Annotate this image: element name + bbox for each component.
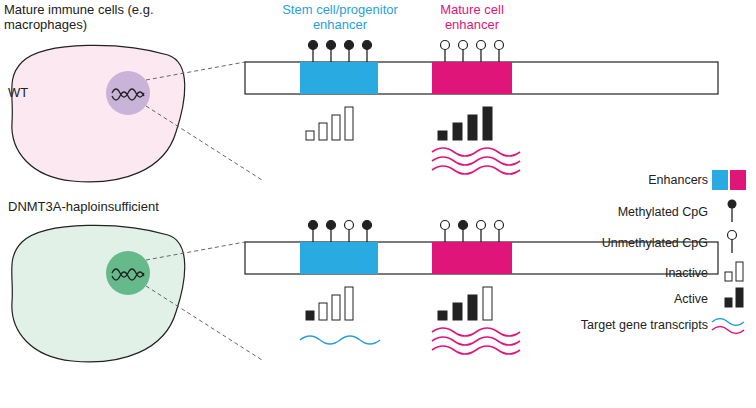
activity-bar bbox=[306, 131, 314, 140]
progenitor-enhancer bbox=[300, 62, 378, 94]
zoom-line bbox=[146, 286, 262, 360]
cpg bbox=[327, 221, 336, 230]
cpg bbox=[477, 221, 486, 230]
activity-bar bbox=[345, 287, 353, 320]
cpg bbox=[345, 221, 354, 230]
cpg-stem bbox=[330, 229, 331, 242]
cpg-stem bbox=[312, 229, 313, 242]
cpg-stem bbox=[462, 49, 463, 62]
cpg bbox=[441, 41, 450, 50]
cpg bbox=[459, 41, 468, 50]
cpg bbox=[495, 41, 504, 50]
legend-text: Unmethylated CpG bbox=[602, 236, 708, 250]
methylated-symbol bbox=[728, 200, 737, 209]
transcript bbox=[432, 328, 520, 336]
legend-text: Target gene transcripts bbox=[581, 318, 708, 332]
cpg bbox=[495, 221, 504, 230]
transcript-symbol bbox=[712, 319, 744, 326]
activity-bar bbox=[453, 303, 462, 320]
enhancer-swatch bbox=[730, 170, 746, 190]
legend-text: Inactive bbox=[665, 266, 708, 280]
cpg bbox=[459, 221, 468, 230]
dna-bar bbox=[245, 62, 718, 94]
activity-bar bbox=[345, 107, 353, 140]
activity-bar bbox=[438, 311, 447, 320]
progenitor-enhancer bbox=[300, 242, 378, 274]
cpg-stem bbox=[444, 229, 445, 242]
active-symbol bbox=[725, 298, 732, 307]
activity-bar bbox=[468, 115, 477, 140]
cpg-stem bbox=[444, 49, 445, 62]
dna bbox=[112, 269, 144, 280]
zoom-line bbox=[146, 242, 245, 260]
inactive-symbol bbox=[725, 272, 732, 281]
transcript bbox=[432, 337, 520, 345]
activity-bar bbox=[453, 123, 462, 140]
transcript bbox=[432, 346, 520, 354]
legend-text: Enhancers bbox=[648, 173, 708, 187]
activity-bar bbox=[483, 107, 492, 140]
wt-nucleus bbox=[106, 71, 150, 115]
activity-bar bbox=[319, 123, 327, 140]
transcript bbox=[432, 157, 520, 165]
enhancer-heading: Stem cell/progenitor enhancer bbox=[272, 3, 408, 33]
condition-label: WT bbox=[8, 86, 48, 101]
cpg-stem bbox=[480, 229, 481, 242]
cpg-stem bbox=[348, 229, 349, 242]
legend-swatch bbox=[712, 170, 728, 190]
cpg-stem bbox=[330, 49, 331, 62]
cpg bbox=[327, 41, 336, 50]
activity-bar bbox=[306, 311, 314, 320]
cpg-stem bbox=[462, 229, 463, 242]
heading: Mature immune cells (e.g. macrophages) bbox=[4, 3, 154, 33]
transcript bbox=[432, 166, 520, 174]
enhancer-heading: Mature cell enhancer bbox=[430, 3, 514, 33]
cpg bbox=[309, 41, 318, 50]
zoom-line bbox=[146, 62, 245, 80]
cpg bbox=[345, 41, 354, 50]
transcript bbox=[300, 336, 380, 344]
cpg bbox=[363, 221, 372, 230]
activity-bar bbox=[483, 287, 492, 320]
transcript bbox=[432, 148, 520, 156]
dna bbox=[112, 89, 144, 100]
cpg-stem bbox=[348, 49, 349, 62]
cpg-stem bbox=[366, 229, 367, 242]
cpg-stem bbox=[366, 49, 367, 62]
mature-enhancer bbox=[432, 242, 512, 274]
activity-bar bbox=[319, 303, 327, 320]
mutant-nucleus bbox=[106, 251, 150, 295]
cpg bbox=[441, 221, 450, 230]
cpg bbox=[363, 41, 372, 50]
cpg bbox=[309, 221, 318, 230]
legend-text: Active bbox=[674, 292, 708, 306]
activity-bar bbox=[468, 295, 477, 320]
cpg-stem bbox=[498, 229, 499, 242]
zoom-line bbox=[146, 106, 262, 180]
cpg-stem bbox=[480, 49, 481, 62]
condition-label: DNMT3A-haploinsufficient bbox=[8, 200, 208, 215]
activity-bar bbox=[332, 115, 340, 140]
cpg-stem bbox=[312, 49, 313, 62]
cpg bbox=[477, 41, 486, 50]
activity-bar bbox=[332, 295, 340, 320]
cpg-stem bbox=[498, 49, 499, 62]
mature-enhancer bbox=[432, 62, 512, 94]
unmethylated-symbol bbox=[728, 231, 737, 240]
legend-text: Methylated CpG bbox=[618, 205, 708, 219]
activity-bar bbox=[438, 131, 447, 140]
